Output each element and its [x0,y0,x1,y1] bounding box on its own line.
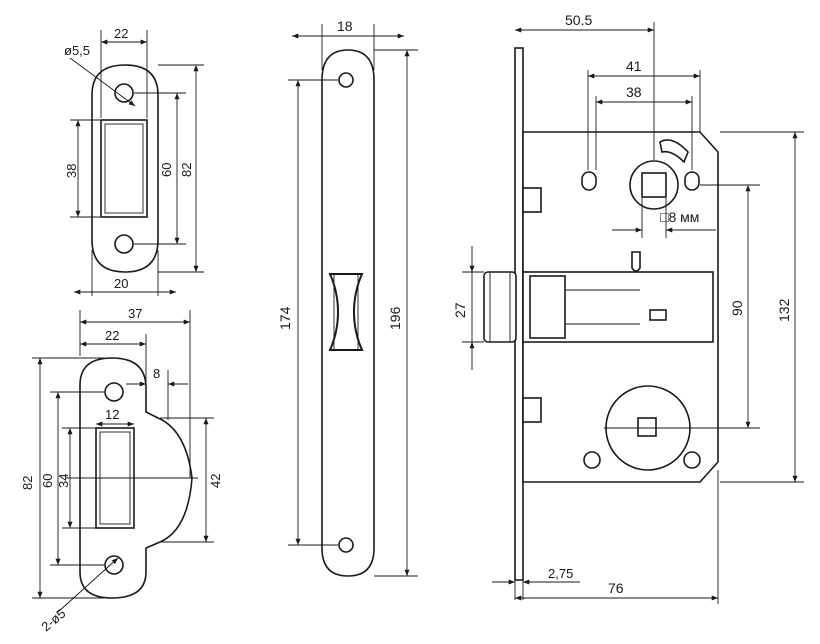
faceplate-latch-opening [328,273,364,351]
dim-strike-bottom-plate-width: 22 [105,328,119,343]
dim-strike-top-inner-height: 38 [64,164,79,178]
mount-hole-left [581,171,597,191]
dim-latch-height: 27 [452,302,468,318]
dim-faceplate-hole-spacing: 174 [277,306,293,330]
faceplate-hole-upper [338,72,354,88]
dim-spindle: □8 мм [660,209,699,225]
upper-tab [522,187,542,213]
dim-backset: 50.5 [565,12,592,28]
dim-strike-bottom-lip: 8 [153,366,160,381]
lower-hole-left [583,451,601,469]
dim-strike-top-hole: ø5,5 [64,43,90,58]
lock-body: 50.5 41 38 □8 мм 27 90 132 [452,12,804,604]
mount-hole-right [684,171,700,191]
dim-strike-top-total-width: 20 [114,276,128,291]
dim-body-height: 132 [776,298,792,322]
strike-plate-bottom: 37 22 8 12 82 60 34 42 2- [20,306,223,634]
dim-strike-top-hole-spacing: 60 [159,163,174,177]
dim-plate-thickness: 2,75 [548,566,573,581]
dim-mount-outer: 41 [626,58,642,74]
spindle-square [641,172,667,198]
dim-strike-bottom-slot-width: 12 [105,407,119,422]
dim-body-depth: 76 [608,580,624,596]
dim-strike-top-width: 22 [114,26,128,41]
dim-strike-bottom-hole-dia: 2-ø5 [38,606,68,635]
spindle-arc-slot [659,139,689,164]
dim-strike-bottom-total-width: 37 [128,306,142,321]
dim-strike-bottom-slot-height: 34 [56,474,71,488]
dim-strike-top-total-height: 82 [179,163,194,177]
dim-strike-bottom-hole-spacing: 60 [40,474,55,488]
latch-keyhole [631,251,641,272]
latch-indicator [649,309,667,321]
faceplate: 18 174 196 [277,18,418,577]
latch-spring-block [529,275,566,339]
strike-plate-bottom-hole-lower [104,555,124,575]
dim-center-distance: 90 [729,300,745,316]
lower-tab [522,397,542,423]
dim-strike-bottom-total-height: 82 [20,476,35,490]
dim-faceplate-total-height: 196 [387,306,403,330]
strike-plate-top-slot [100,119,148,218]
faceplate-hole-lower [338,537,354,553]
strike-plate-top-slot-inner [104,123,144,214]
latch-bolt [483,271,517,343]
lower-hole-right [683,451,701,469]
strike-plate-bottom-hole-upper [104,382,124,402]
dim-mount-inner: 38 [626,84,642,100]
strike-plate-top: 22 ø5,5 38 60 82 20 [64,26,204,296]
strike-plate-top-hole-lower [114,234,134,254]
strike-plate-top-hole-upper [114,83,134,103]
dim-strike-bottom-lip-height: 42 [208,474,223,488]
thumbturn-square [637,417,657,437]
dim-faceplate-width: 18 [337,18,353,34]
